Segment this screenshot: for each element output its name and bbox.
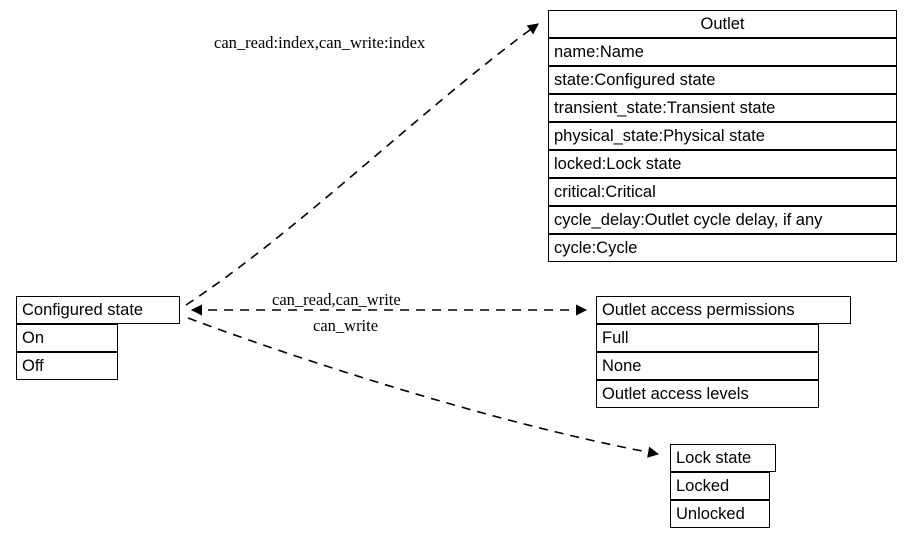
node-outlet-access-permissions-field-full: Full: [596, 324, 819, 352]
edge-label-can-write: can_write: [313, 316, 379, 335]
node-outlet-access-permissions-field-none: None: [596, 352, 819, 380]
node-outlet-field-locked: locked:Lock state: [548, 150, 897, 178]
node-outlet-access-permissions-field-levels: Outlet access levels: [596, 380, 819, 408]
node-outlet-field-cycle-delay: cycle_delay:Outlet cycle delay, if any: [548, 206, 897, 234]
node-outlet-field-name: name:Name: [548, 38, 897, 66]
node-outlet-field-cycle: cycle:Cycle: [548, 234, 897, 262]
edge-label-can-read-index-can-write-index: can_read:index,can_write:index: [214, 33, 426, 52]
node-lock-state-field-unlocked: Unlocked: [670, 500, 770, 528]
node-lock-state-title: Lock state: [670, 444, 776, 472]
node-outlet-field-physical-state: physical_state:Physical state: [548, 122, 897, 150]
node-outlet-access-permissions-title: Outlet access permissions: [596, 296, 851, 324]
node-outlet-title: Outlet: [548, 10, 897, 38]
edge-configured-to-lockstate: [187, 317, 660, 458]
edge-configured-to-outlet: [185, 23, 539, 306]
node-configured-state-field-on: On: [16, 324, 118, 352]
edge-label-can-read-can-write: can_read,can_write: [272, 290, 401, 309]
node-configured-state-field-off: Off: [16, 352, 118, 380]
node-lock-state-field-locked: Locked: [670, 472, 770, 500]
node-outlet-field-transient-state: transient_state:Transient state: [548, 94, 897, 122]
node-configured-state-title: Configured state: [16, 296, 180, 324]
node-outlet-field-critical: critical:Critical: [548, 178, 897, 206]
node-outlet-field-state: state:Configured state: [548, 66, 897, 94]
